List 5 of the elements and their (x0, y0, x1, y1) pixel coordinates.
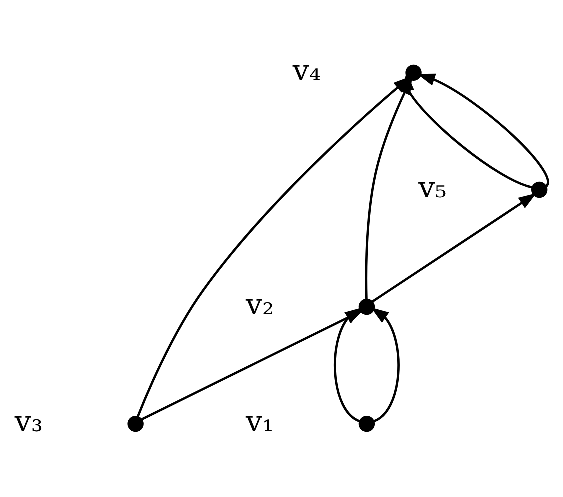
node-label: v₄ (292, 53, 322, 88)
node-label: v₃ (14, 404, 44, 438)
node-label: v₅ (418, 170, 447, 204)
node-label: v₁ (246, 404, 274, 438)
node-label: v₂ (246, 287, 274, 322)
